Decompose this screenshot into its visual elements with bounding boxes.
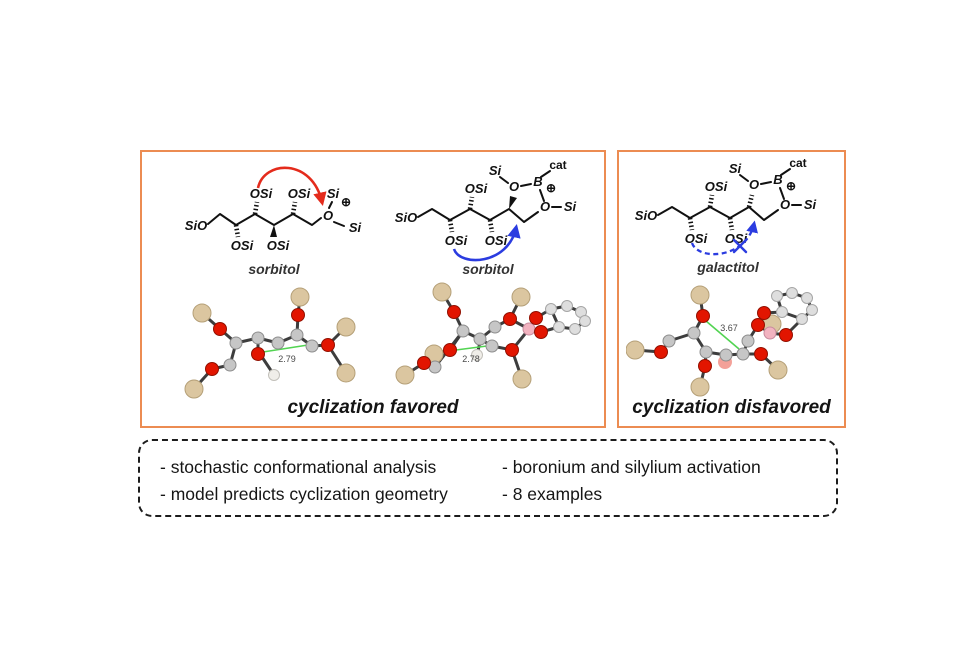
o-si-bond xyxy=(499,176,509,184)
skeletal-structure-sorbitol-boronium: SiO OSi OSi OSi O Si B cat ⊕ O Si sorbit… xyxy=(395,158,577,277)
hashed-bond xyxy=(687,217,695,231)
o-si-bond xyxy=(333,221,345,227)
osi-label: OSi xyxy=(267,238,290,253)
sio-label: SiO xyxy=(395,210,417,225)
distance-label: 2.78 xyxy=(462,354,480,364)
blue-cyclization-arrow-icon xyxy=(452,224,521,262)
blocked-cyclization-arrow-icon xyxy=(690,220,758,256)
molecule-name: sorbitol xyxy=(248,261,300,277)
summary-column-right: - boronium and silylium activation - 8 e… xyxy=(502,454,761,508)
si-label: Si xyxy=(804,197,817,212)
b-o-bond xyxy=(539,189,545,202)
osi-label: OSi xyxy=(288,186,311,201)
si-label: Si xyxy=(564,199,577,214)
plus-charge-icon: ⊕ xyxy=(786,179,796,193)
skeletal-structure-galactitol-boronium: SiO OSi OSi OSi O Si B cat ⊕ O Si galact… xyxy=(635,156,817,275)
oxocarbenium-o-label: O xyxy=(323,208,333,223)
b-cat-bond xyxy=(540,170,551,178)
ball-and-stick-model-sorbitol-boronate: 2.78 xyxy=(395,282,591,389)
cross-icon xyxy=(732,238,748,254)
distance-line xyxy=(705,320,740,350)
hashed-bond xyxy=(290,201,298,215)
hashed-bond xyxy=(447,219,455,233)
hashed-bond xyxy=(487,219,495,233)
favored-caption: cyclization favored xyxy=(287,397,459,418)
model-atoms xyxy=(184,287,356,399)
osi-label: OSi xyxy=(465,181,488,196)
summary-item: - 8 examples xyxy=(502,484,603,504)
osi-label: OSi xyxy=(250,186,273,201)
wedge-bond xyxy=(270,225,277,237)
distance-label: 2.79 xyxy=(278,354,296,364)
ring-o-label: O xyxy=(540,199,550,214)
summary-box: - stochastic conformational analysis - m… xyxy=(138,439,838,517)
sio-label: SiO xyxy=(635,208,657,223)
osi-label: OSi xyxy=(445,233,468,248)
si-label: Si xyxy=(489,163,502,178)
summary-column-left: - stochastic conformational analysis - m… xyxy=(160,454,448,508)
red-cyclization-arrow-icon xyxy=(256,166,327,206)
distance-line xyxy=(455,345,488,351)
distance-label: 3.67 xyxy=(720,323,738,333)
ball-and-stick-model-sorbitol-silylium: 2.79 xyxy=(184,287,356,399)
molecule-name: sorbitol xyxy=(462,261,514,277)
b-o-bond xyxy=(779,187,785,200)
boron-label: B xyxy=(773,172,782,187)
o-si-bond xyxy=(328,201,333,209)
distance-line xyxy=(262,344,309,353)
plus-charge-icon: ⊕ xyxy=(341,195,351,209)
summary-item: - boronium and silylium activation xyxy=(502,457,761,477)
sio-label: SiO xyxy=(185,218,207,233)
osi-label: OSi xyxy=(705,179,728,194)
osi-label: OSi xyxy=(725,231,748,246)
boron-label: B xyxy=(533,174,542,189)
disfavored-panel xyxy=(617,150,846,428)
si-label: Si xyxy=(349,220,362,235)
molecule-name: galactitol xyxy=(696,259,760,275)
model-atoms xyxy=(395,282,591,389)
hashed-bond xyxy=(746,194,755,208)
hashed-bond xyxy=(233,224,241,238)
catechol-label: cat xyxy=(549,158,566,172)
ring-o-label: O xyxy=(509,179,519,194)
summary-item: - model predicts cyclization geometry xyxy=(160,484,448,504)
ball-and-stick-model-galactitol-boronate: 3.67 xyxy=(626,285,818,397)
model-atoms xyxy=(626,285,818,397)
o-b-bond xyxy=(520,183,532,187)
si-label: Si xyxy=(327,186,340,201)
disfavored-caption: cyclization disfavored xyxy=(632,397,831,418)
osi-label: OSi xyxy=(485,233,508,248)
b-cat-bond xyxy=(780,168,791,176)
favored-panel xyxy=(140,150,606,428)
hashed-bond xyxy=(467,196,475,210)
hashed-bond xyxy=(707,194,715,208)
osi-label: OSi xyxy=(231,238,254,253)
ring-o-label: O xyxy=(749,177,759,192)
plus-charge-icon: ⊕ xyxy=(546,181,556,195)
ring-o-label: O xyxy=(780,197,790,212)
o-si-bond xyxy=(739,174,749,182)
skeletal-structure-sorbitol-silylium: SiO OSi OSi OSi OSi O Si ⊕ Si sorbitol xyxy=(185,166,362,277)
hashed-bond xyxy=(252,201,260,215)
carbon-chain-bond xyxy=(657,206,779,221)
hashed-bond xyxy=(727,217,735,231)
summary-item: - stochastic conformational analysis xyxy=(160,457,437,477)
si-label: Si xyxy=(729,161,742,176)
wedge-bond xyxy=(509,196,517,209)
carbon-chain-bond xyxy=(417,208,539,223)
o-b-bond xyxy=(760,181,772,185)
catechol-label: cat xyxy=(789,156,806,170)
osi-label: OSi xyxy=(685,231,708,246)
carbon-chain-bond xyxy=(207,213,322,226)
